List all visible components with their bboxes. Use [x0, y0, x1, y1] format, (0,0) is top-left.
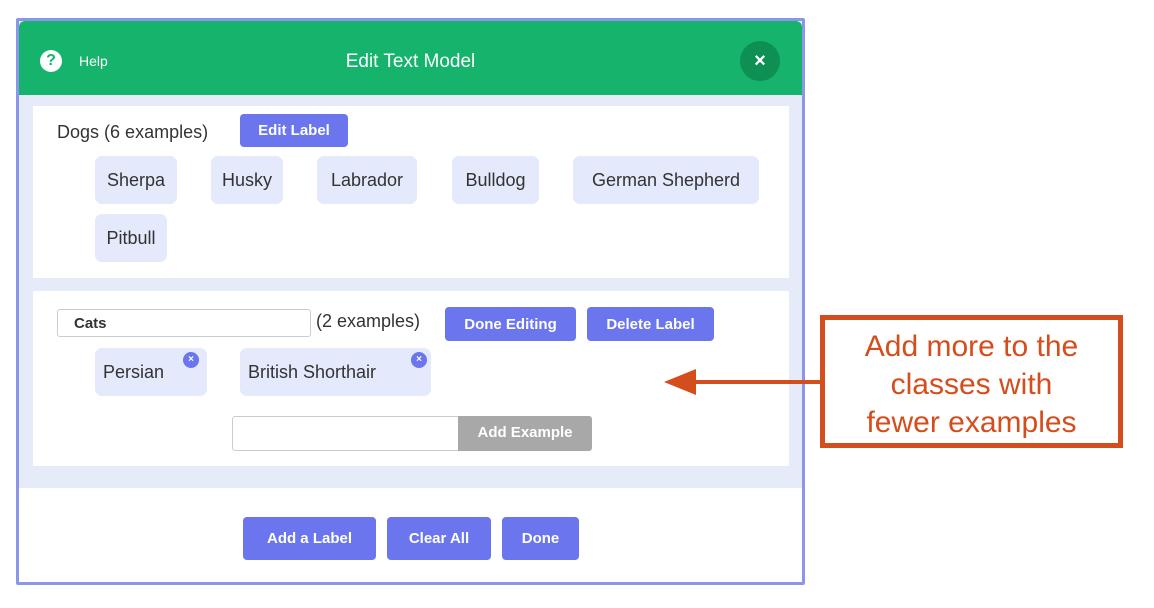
example-count: (6 examples) — [104, 122, 209, 142]
remove-example-icon[interactable]: × — [183, 352, 199, 368]
example-chip: German Shepherd — [573, 156, 759, 204]
done-button[interactable]: Done — [502, 517, 579, 560]
remove-example-icon[interactable]: × — [411, 352, 427, 368]
edit-label-button[interactable]: Edit Label — [240, 114, 348, 147]
delete-label-button[interactable]: Delete Label — [587, 307, 714, 341]
add-label-button[interactable]: Add a Label — [243, 517, 376, 560]
dialog-footer: Add a Label Clear All Done — [19, 488, 802, 582]
annotation-text: Add more to the classes with fewer examp… — [825, 328, 1118, 442]
annotation-arrow — [664, 369, 822, 395]
annotation-callout: Add more to the classes with fewer examp… — [820, 315, 1123, 448]
example-text: British Shorthair — [248, 362, 377, 382]
done-editing-button[interactable]: Done Editing — [445, 307, 576, 341]
example-text: Persian — [103, 362, 165, 382]
clear-all-button[interactable]: Clear All — [387, 517, 491, 560]
close-icon[interactable]: × — [740, 41, 780, 81]
dialog-title: Edit Text Model — [345, 51, 476, 72]
add-example-button[interactable]: Add Example — [458, 416, 592, 451]
example-chip: Bulldog — [452, 156, 539, 204]
example-count: (2 examples) — [316, 311, 421, 331]
label-name-input[interactable] — [57, 309, 311, 337]
add-example-input[interactable] — [232, 416, 460, 451]
label-card-cats: (2 examples) Done Editing Delete Label P… — [33, 291, 789, 466]
example-chip: Sherpa — [95, 156, 177, 204]
label-card-dogs: Dogs (6 examples) Edit Label Sherpa Husk… — [33, 106, 789, 278]
example-chip: Pitbull — [95, 214, 167, 262]
annotation-line: fewer examples — [866, 406, 1077, 439]
example-chip: British Shorthair — [240, 348, 431, 396]
example-chip: Labrador — [317, 156, 417, 204]
label-name: Dogs — [57, 122, 100, 142]
annotation-line: classes with — [890, 368, 1053, 401]
annotation-line: Add more to the — [864, 330, 1079, 363]
dialog-header: ? Help Edit Text Model × — [19, 21, 802, 95]
help-link[interactable]: Help — [79, 53, 108, 69]
edit-text-model-dialog: ? Help Edit Text Model × Dogs (6 example… — [16, 18, 805, 585]
example-chip: Husky — [211, 156, 283, 204]
help-icon[interactable]: ? — [40, 50, 62, 72]
